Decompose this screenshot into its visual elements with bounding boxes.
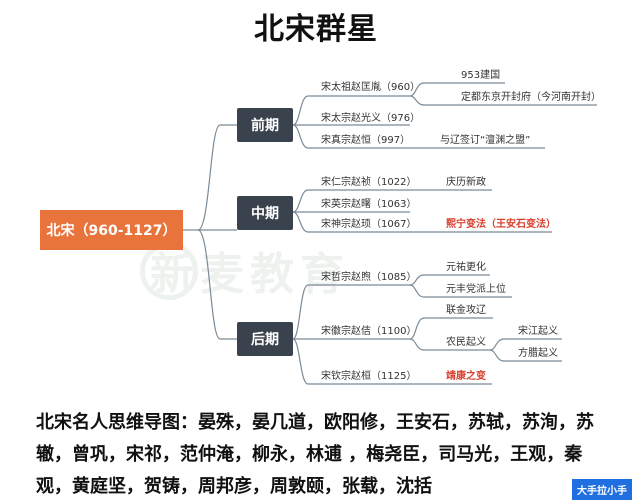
event-yuanyou: 元祐更化: [446, 262, 486, 273]
emperor-taizu: 宋太祖赵匡胤（960）: [321, 82, 421, 93]
event-fangla: 方腊起义: [518, 348, 558, 359]
emperor-yingzong: 宋英宗赵曙（1063）: [321, 199, 417, 210]
event-yuanfeng: 元丰党派上位: [446, 284, 506, 295]
emperor-qinzong: 宋钦宗赵桓（1125）: [321, 371, 417, 382]
period-early: 前期: [237, 108, 293, 142]
event-dingdu: 定都东京开封府（今河南开封）: [461, 92, 601, 103]
event-xining: 熙宁变法（王安石变法）: [446, 219, 556, 230]
page-title: 北宋群星: [254, 12, 378, 47]
famous-people-text: 北宋名人思维导图：晏殊，晏几道，欧阳修，王安石，苏轼，苏洵，苏辙，曾巩，宋祁，范…: [36, 412, 594, 497]
watermark-text: 新麦教育: [150, 249, 350, 300]
emperor-renzong: 宋仁宗赵祯（1022）: [321, 177, 417, 188]
event-qingli: 庆历新政: [446, 177, 486, 188]
event-lianjin: 联金攻辽: [446, 305, 486, 316]
event-jianguo: 953建国: [461, 70, 501, 81]
root-node: 北宋（960-1127）: [40, 210, 183, 250]
emperor-zhezong: 宋哲宗赵煦（1085）: [321, 272, 417, 283]
corner-badge: 大手拉小手: [572, 479, 632, 500]
event-jingkang: 靖康之变: [446, 371, 486, 382]
emperor-huizong: 宋徽宗赵佶（1100）: [321, 326, 417, 337]
event-nongmin: 农民起义: [446, 337, 486, 348]
emperor-zhenzong: 宋真宗赵恒（997）: [321, 135, 411, 146]
emperor-shenzong: 宋神宗赵顼（1067）: [321, 219, 417, 230]
event-songjiang: 宋江起义: [518, 326, 558, 337]
event-chanyuan: 与辽签订“澶渊之盟”: [440, 135, 531, 146]
period-middle: 中期: [237, 196, 293, 230]
connector-trunk: [197, 124, 237, 231]
period-late: 后期: [237, 322, 293, 356]
emperor-taizong: 宋太宗赵光义（976）: [321, 113, 421, 124]
